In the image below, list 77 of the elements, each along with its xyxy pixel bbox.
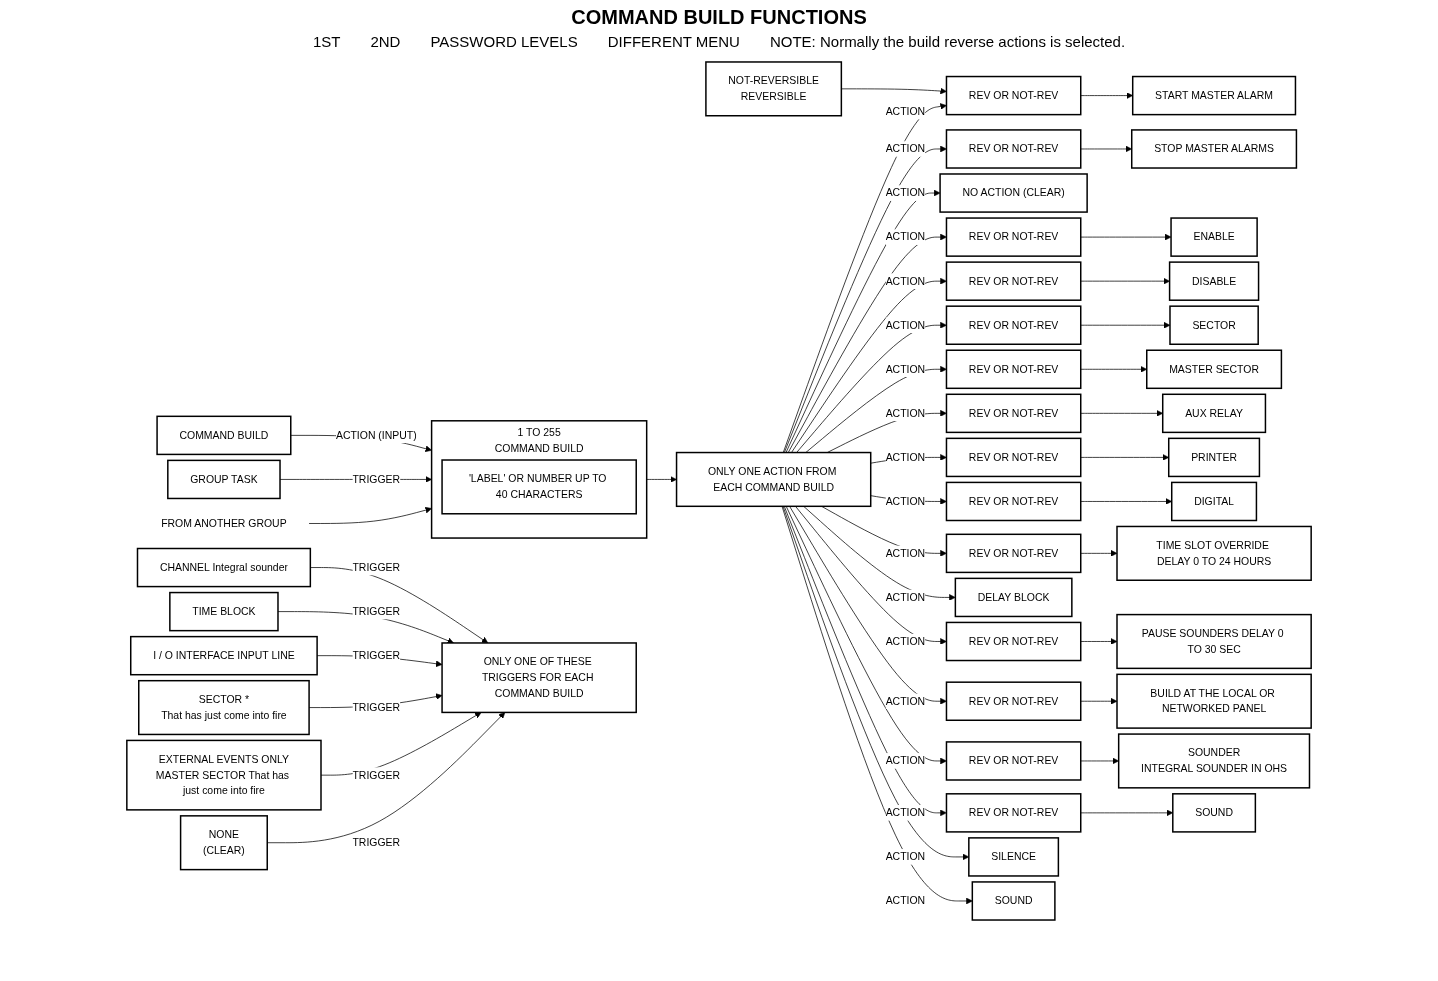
edge-label: ACTION [885, 230, 926, 243]
edge-label: ACTION [885, 318, 926, 331]
edge-label: ACTION [885, 547, 926, 559]
node-box: I / O INTERFACE INPUT LINE [130, 635, 318, 676]
node-box: GROUP TASK [167, 459, 281, 500]
node-box: REV OR NOT-REV [945, 129, 1082, 169]
node-box: REV OR NOT-REV [945, 261, 1082, 301]
note-text: PASSWORD LEVELS [430, 33, 578, 50]
node-box: MASTER SECTOR [1146, 349, 1283, 390]
node-box: REV OR NOT-REV [945, 621, 1082, 662]
edge-label: ACTION [885, 806, 926, 819]
node-box: REV OR NOT-REV [945, 681, 1082, 721]
node-box: SECTOR [1169, 305, 1259, 345]
node-box: EXTERNAL EVENTS ONLY MASTER SECTOR That has just come into fire [126, 739, 322, 811]
node-text: FROM ANOTHER GROUP [161, 517, 287, 530]
node-box: NO ACTION (CLEAR) [939, 173, 1088, 213]
edge-label: TRIGGER [352, 836, 401, 849]
node-box: DISABLE [1168, 261, 1260, 301]
node-box: ONLY ONE OF THESE TRIGGERS FOR EACH COMMAND BUILD [441, 642, 637, 714]
edge-label: ACTION [885, 362, 926, 375]
node-box: NONE (CLEAR) [179, 815, 268, 871]
edge-label: ACTION [885, 495, 926, 508]
node-box: STOP MASTER ALARMS [1131, 129, 1298, 169]
edge-label: ACTION [885, 694, 926, 707]
edge-label: TRIGGER [352, 768, 401, 781]
node-box: SOUND [1172, 793, 1257, 833]
node-box: SOUND [971, 881, 1056, 921]
node-box: REV OR NOT-REV [945, 793, 1082, 833]
node-box: CHANNEL Integral sounder [136, 547, 312, 588]
node-box: SECTOR * That has just come into fire [138, 679, 310, 736]
edge-label: ACTION [885, 850, 926, 863]
node-box: SOUNDER INTEGRAL SOUNDER IN OHS [1117, 733, 1311, 789]
edge-label: TRIGGER [352, 649, 401, 662]
edge-label: TRIGGER [352, 473, 401, 486]
node-box: REV OR NOT-REV [945, 533, 1082, 574]
note-text: 1ST [312, 33, 341, 50]
node-box: PRINTER [1168, 437, 1261, 478]
edge-label: ACTION (INPUT) [335, 429, 417, 441]
edge-label: TRIGGER [352, 701, 401, 714]
node-box: DELAY BLOCK [954, 577, 1073, 618]
edge-label: ACTION [885, 451, 926, 463]
node-box: DIGITAL [1171, 481, 1258, 522]
edge-label: ACTION [885, 406, 926, 419]
node-box: 'LABEL' OR NUMBER UP TO 40 CHARACTERS [441, 459, 637, 515]
edge-label: ACTION [885, 186, 926, 199]
edge-label: TRIGGER [352, 605, 401, 618]
node-box: REV OR NOT-REV [945, 349, 1082, 390]
note-text: NOTE: Normally the build reverse actions is selected. [769, 33, 1126, 50]
node-box: NOT-REVERSIBLE REVERSIBLE [705, 61, 843, 117]
node-box: TIME BLOCK [169, 591, 279, 632]
node-box: START MASTER ALARM [1131, 75, 1297, 116]
edge-label: ACTION [885, 635, 926, 648]
node-box: AUX RELAY [1161, 393, 1267, 434]
node-box: REV OR NOT-REV [945, 217, 1082, 257]
node-box: TIME SLOT OVERRIDE DELAY 0 TO 24 HOURS [1116, 525, 1312, 581]
note-text: DIFFERENT MENU [607, 33, 740, 50]
node-box: ENABLE [1170, 217, 1258, 257]
node-box: PAUSE SOUNDERS DELAY 0 TO 30 SEC [1116, 613, 1312, 670]
edge-label: ACTION [885, 274, 926, 287]
node-box: REV OR NOT-REV [945, 305, 1082, 345]
node-box: COMMAND BUILD [156, 415, 292, 456]
edge-label: ACTION [885, 754, 926, 767]
node-box: REV OR NOT-REV [945, 393, 1082, 434]
edge-label: ACTION [885, 142, 926, 155]
node-box: REV OR NOT-REV [945, 741, 1082, 781]
edge-label: ACTION [885, 894, 926, 907]
node-box: SILENCE [968, 837, 1060, 877]
node-box: REV OR NOT-REV [945, 481, 1082, 522]
edge-label: TRIGGER [352, 561, 401, 574]
diagram-title: COMMAND BUILD FUNCTIONS [571, 6, 867, 29]
node-box: REV OR NOT-REV [945, 75, 1082, 116]
edge-label: ACTION [885, 591, 926, 604]
note-text: 2ND [370, 33, 401, 50]
node-box: REV OR NOT-REV [945, 437, 1082, 478]
node-box: BUILD AT THE LOCAL OR NETWORKED PANEL [1116, 673, 1312, 729]
edge-label: ACTION [885, 105, 926, 118]
node-box: ONLY ONE ACTION FROM EACH COMMAND BUILD [675, 451, 872, 508]
